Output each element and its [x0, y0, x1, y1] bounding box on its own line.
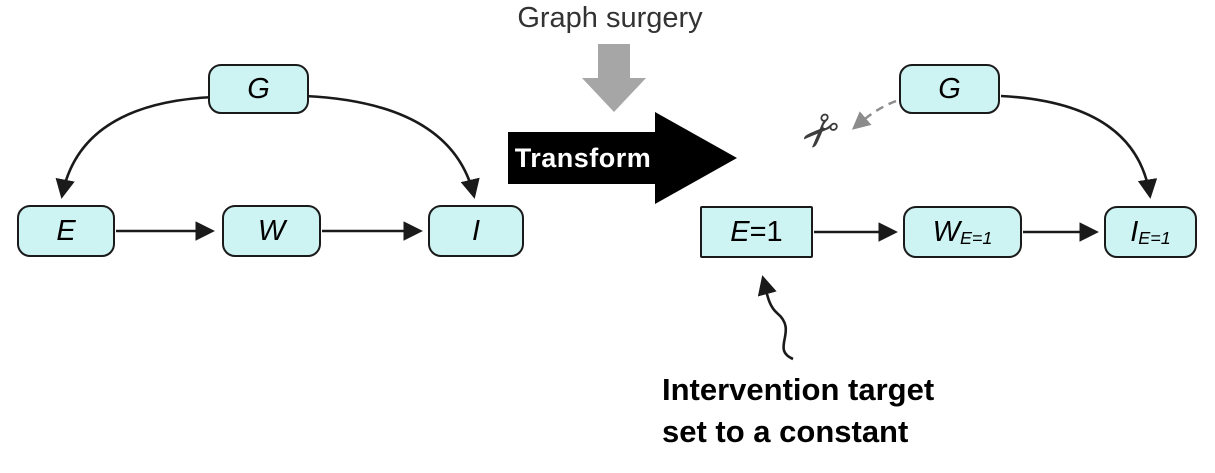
- annotation-arrow: [757, 275, 794, 361]
- node-g-right-label: G: [938, 72, 961, 105]
- annotation-line2: set to a constant: [662, 414, 909, 449]
- edge-g-to-i: [304, 94, 480, 199]
- node-e-intervened-value: =1: [749, 215, 783, 248]
- node-i-intervened-sub: E=1: [1138, 228, 1171, 248]
- node-e-left: E: [17, 205, 115, 257]
- node-w-left: W: [222, 205, 321, 257]
- node-g-left: G: [208, 64, 309, 114]
- node-g-left-label: G: [247, 72, 270, 105]
- edge-g-to-e: [55, 95, 215, 199]
- annotation-text: Intervention target set to a constant: [662, 369, 934, 453]
- node-w-left-label: W: [257, 214, 286, 247]
- node-e-intervened-base: E: [730, 215, 750, 248]
- node-g-right: G: [899, 64, 1000, 114]
- graph-surgery-label: Graph surgery: [517, 2, 703, 34]
- node-i-intervened-base: I: [1130, 215, 1139, 248]
- node-w-intervened-base: W: [932, 215, 960, 248]
- transform-label: Transform: [514, 142, 652, 173]
- graph-surgery-arrow: [582, 44, 646, 112]
- node-e-intervened: E=1: [700, 206, 813, 258]
- edge-g-to-i-intervened: [1000, 94, 1158, 199]
- node-w-intervened-sub: E=1: [959, 228, 993, 248]
- node-i-left: I: [428, 205, 524, 257]
- annotation-line1: Intervention target: [662, 372, 935, 407]
- node-e-left-label: E: [56, 214, 76, 247]
- transform-arrow: [508, 112, 737, 204]
- node-i-left-label: I: [471, 214, 481, 247]
- cut-edge-dashed: [851, 99, 897, 130]
